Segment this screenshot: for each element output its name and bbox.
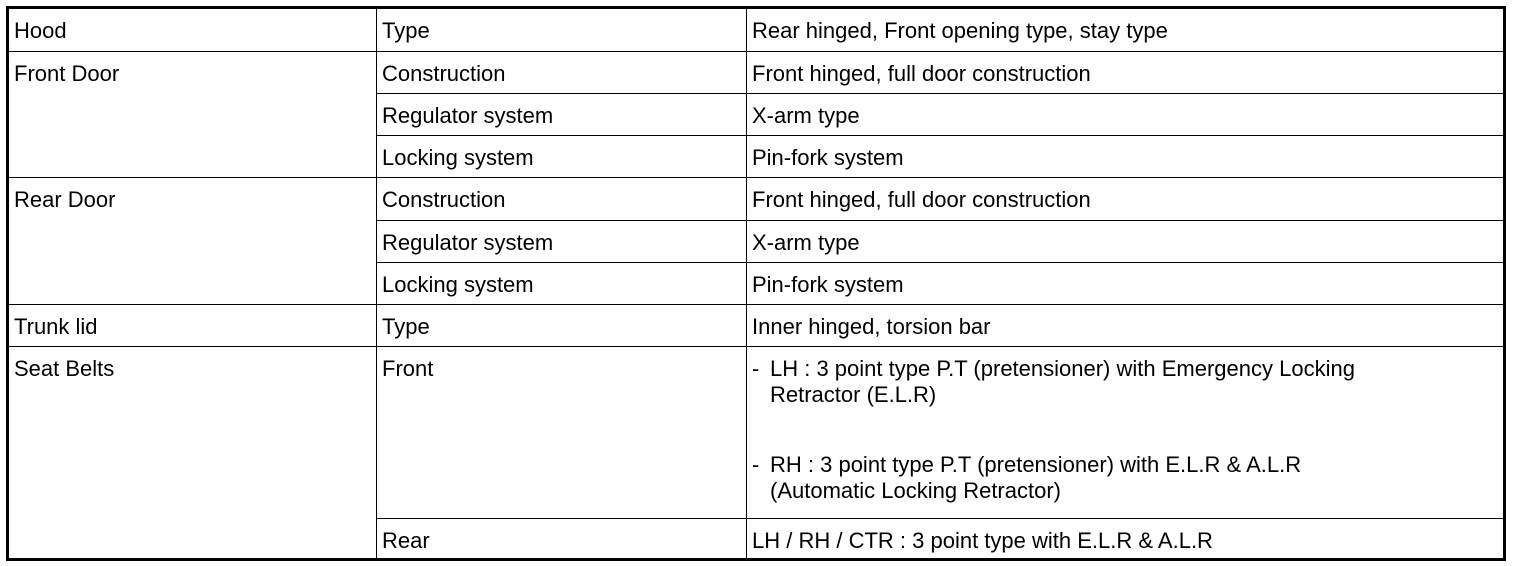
item-cell: Type (376, 7, 747, 52)
table-row: Regulator system X-arm type (8, 93, 1505, 136)
category-cell: Rear Door (7, 177, 377, 305)
item-cell: Locking system (376, 135, 747, 178)
bullet-dash: - (752, 356, 760, 381)
item-cell: Rear (376, 518, 747, 560)
bullet-text: RH : 3 point type P.T (pretensioner) wit… (770, 452, 1503, 504)
item-cell: Front (376, 346, 747, 519)
item-cell: Construction (376, 177, 747, 221)
bullet-item: - LH : 3 point type P.T (pretensioner) w… (752, 356, 1503, 408)
item-cell: Regulator system (376, 93, 747, 136)
value-cell: X-arm type (746, 93, 1505, 136)
category-cell: Hood (7, 7, 377, 52)
item-cell: Construction (376, 51, 747, 94)
value-cell: - LH : 3 point type P.T (pretensioner) w… (746, 346, 1505, 519)
table-row: Trunk lid Type Inner hinged, torsion bar (7, 304, 1505, 347)
value-cell: Front hinged, full door construction (746, 177, 1505, 221)
bullet-line: Retractor (E.L.R) (770, 382, 937, 407)
value-cell: Pin-fork system (746, 135, 1505, 178)
category-cell: Front Door (7, 51, 377, 178)
table-row: Front Door Construction Front hinged, fu… (7, 51, 1505, 178)
spec-table: Hood Type Rear hinged, Front opening typ… (6, 6, 1506, 561)
spacer (752, 408, 1503, 452)
bullet-line: LH : 3 point type P.T (pretensioner) wit… (770, 356, 1355, 381)
bullet-line: (Automatic Locking Retractor) (770, 478, 1061, 503)
table-row: Hood Type Rear hinged, Front opening typ… (7, 7, 1505, 52)
item-cell: Locking system (376, 262, 747, 305)
table-row: Seat Belts Front - LH : 3 point type P.T… (7, 346, 1505, 560)
value-cell: Inner hinged, torsion bar (746, 304, 1505, 347)
table-row: Rear LH / RH / CTR : 3 point type with E… (8, 518, 1505, 560)
item-cell: Type (376, 304, 747, 347)
value-cell: Front hinged, full door construction (746, 51, 1505, 94)
bullet-item: - RH : 3 point type P.T (pretensioner) w… (752, 452, 1503, 504)
bullet-text: LH : 3 point type P.T (pretensioner) wit… (770, 356, 1503, 408)
category-cell: Seat Belts (7, 346, 377, 560)
category-cell: Trunk lid (7, 304, 377, 347)
value-cell: Pin-fork system (746, 262, 1505, 305)
bullet-dash: - (752, 452, 760, 477)
value-cell: X-arm type (746, 220, 1505, 263)
bullet-line: RH : 3 point type P.T (pretensioner) wit… (770, 452, 1302, 477)
value-cell: Rear hinged, Front opening type, stay ty… (746, 7, 1505, 52)
value-cell: LH / RH / CTR : 3 point type with E.L.R … (746, 518, 1505, 560)
item-cell: Regulator system (376, 220, 747, 263)
table-row: Rear Door Construction Front hinged, ful… (7, 177, 1505, 305)
table-row: Regulator system X-arm type (8, 220, 1505, 263)
